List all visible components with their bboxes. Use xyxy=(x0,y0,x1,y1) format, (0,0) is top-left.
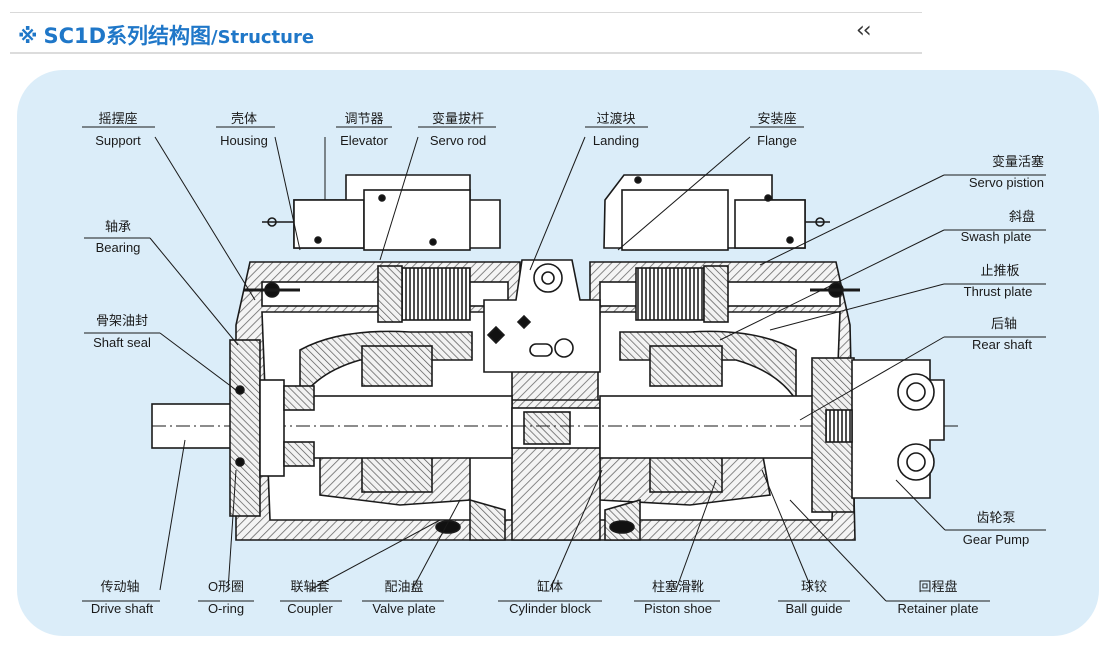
label-swash-plate-en: Swash plate xyxy=(961,229,1032,244)
label-rear-shaft-zh: 后轴 xyxy=(991,316,1017,331)
label-flange-en: Flange xyxy=(757,133,797,148)
label-bearing-en: Bearing xyxy=(96,240,141,255)
label-shaft-seal-zh: 骨架油封 xyxy=(96,313,148,328)
label-valve-plate-en: Valve plate xyxy=(372,601,435,616)
header-bottom-rule xyxy=(10,52,922,54)
label-gear-pump-zh: 齿轮泵 xyxy=(976,510,1015,525)
label-o-ring-zh: O形圈 xyxy=(208,579,244,594)
label-landing-zh: 过渡块 xyxy=(596,111,635,126)
label-rear-shaft-en: Rear shaft xyxy=(972,337,1032,352)
gear-pump xyxy=(825,359,945,499)
label-cylinder-block-en: Cylinder block xyxy=(509,601,591,616)
label-piston-shoe-en: Piston shoe xyxy=(644,601,712,616)
label-drive-shaft-zh: 传动轴 xyxy=(100,579,139,594)
label-landing-en: Landing xyxy=(593,133,639,148)
label-elevator-zh: 调节器 xyxy=(344,111,383,126)
label-elevator-en: Elevator xyxy=(340,133,388,148)
label-servo-piston-en: Servo pistion xyxy=(969,175,1044,190)
label-ball-guide-zh: 球铰 xyxy=(801,579,827,594)
reference-mark-icon: ※ xyxy=(18,24,38,48)
collapse-icon[interactable]: ‹‹ xyxy=(856,18,872,43)
page-title: ※SC1D系列结构图/Structure xyxy=(18,20,314,50)
label-valve-plate-zh: 配油盘 xyxy=(384,579,423,594)
label-piston-shoe-zh: 柱塞滑靴 xyxy=(652,579,704,594)
label-housing-zh: 壳体 xyxy=(231,111,257,126)
header-top-rule xyxy=(10,12,922,13)
label-thrust-plate-zh: 止推板 xyxy=(980,263,1019,278)
pump-drawing xyxy=(151,174,960,541)
left-regulator xyxy=(262,174,501,251)
landing-block xyxy=(483,259,601,373)
label-servo-piston-zh: 变量活塞 xyxy=(992,154,1044,169)
label-gear-pump-en: Gear Pump xyxy=(963,532,1029,547)
label-bearing-zh: 轴承 xyxy=(105,219,131,234)
label-drive-shaft-en: Drive shaft xyxy=(91,601,154,616)
right-regulator xyxy=(603,174,830,251)
label-housing-en: Housing xyxy=(220,133,268,148)
label-cylinder-block-zh: 缸体 xyxy=(537,579,563,594)
leader-lines xyxy=(82,126,1046,602)
label-thrust-plate-en: Thrust plate xyxy=(964,284,1033,299)
label-shaft-seal-en: Shaft seal xyxy=(93,335,151,350)
label-ball-guide-en: Ball guide xyxy=(785,601,842,616)
label-swash-plate-zh: 斜盘 xyxy=(1009,209,1035,224)
label-coupler-en: Coupler xyxy=(287,601,333,616)
label-retainer-plate-en: Retainer plate xyxy=(898,601,979,616)
label-support-en: Support xyxy=(95,133,141,148)
label-flange-zh: 安装座 xyxy=(757,111,796,126)
label-servo-rod-zh: 变量拔杆 xyxy=(432,111,484,126)
title-sub: /Structure xyxy=(211,27,315,48)
label-coupler-zh: 联轴套 xyxy=(290,579,329,594)
title-main: SC1D系列结构图 xyxy=(43,24,212,48)
label-servo-rod-en: Servo rod xyxy=(430,133,486,148)
label-retainer-plate-zh: 回程盘 xyxy=(918,579,957,594)
label-support-zh: 摇摆座 xyxy=(98,111,137,126)
section-header: ※SC1D系列结构图/Structure ‹‹ xyxy=(0,0,925,56)
label-o-ring-en: O-ring xyxy=(208,601,244,616)
